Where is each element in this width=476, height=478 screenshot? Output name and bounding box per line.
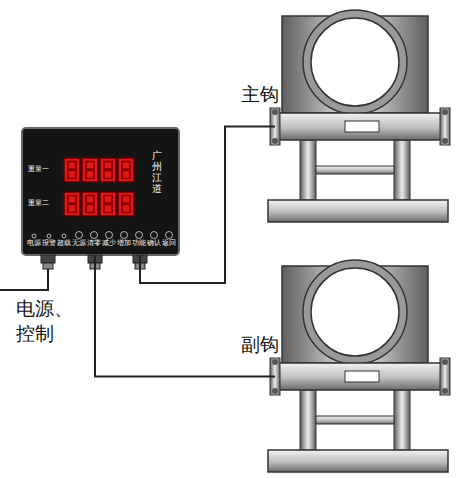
brand-text: 广州江道 xyxy=(152,150,162,194)
signal-cable xyxy=(95,255,275,377)
cable-label: 电源、 控制 xyxy=(16,296,78,345)
load-sensor-beam: 副钩 xyxy=(275,363,445,390)
controller-housing xyxy=(22,128,179,255)
panel-label: 重量二 xyxy=(28,200,49,207)
panel-label: 清零 xyxy=(87,240,101,247)
load-sensor-beam: 主钩 xyxy=(275,113,445,140)
power-cable xyxy=(0,269,48,290)
signal-cable xyxy=(140,127,275,284)
hook-label: 主钩 xyxy=(241,84,279,106)
controller-panel: 重量一重量二 广州江道电源报警超载无源清零减少增加功能确认返回 xyxy=(22,128,179,255)
aux-hook-sensor xyxy=(268,260,450,472)
panel-label: 返回 xyxy=(162,240,176,247)
digit-display xyxy=(64,158,134,216)
panel-label: 超载 xyxy=(57,240,71,247)
panel-label: 减少 xyxy=(102,240,116,247)
hook-label: 副钩 xyxy=(241,334,279,356)
panel-label: 无源 xyxy=(72,240,86,247)
button-symbols xyxy=(32,232,173,239)
panel-label: 重量一 xyxy=(28,166,49,173)
panel-label: 报警 xyxy=(42,240,56,247)
panel-label: 功能 xyxy=(132,240,146,247)
panel-label: 确认 xyxy=(147,240,161,247)
panel-label: 电源 xyxy=(27,240,41,247)
main-hook-sensor xyxy=(268,10,450,222)
panel-label: 增加 xyxy=(117,240,131,247)
